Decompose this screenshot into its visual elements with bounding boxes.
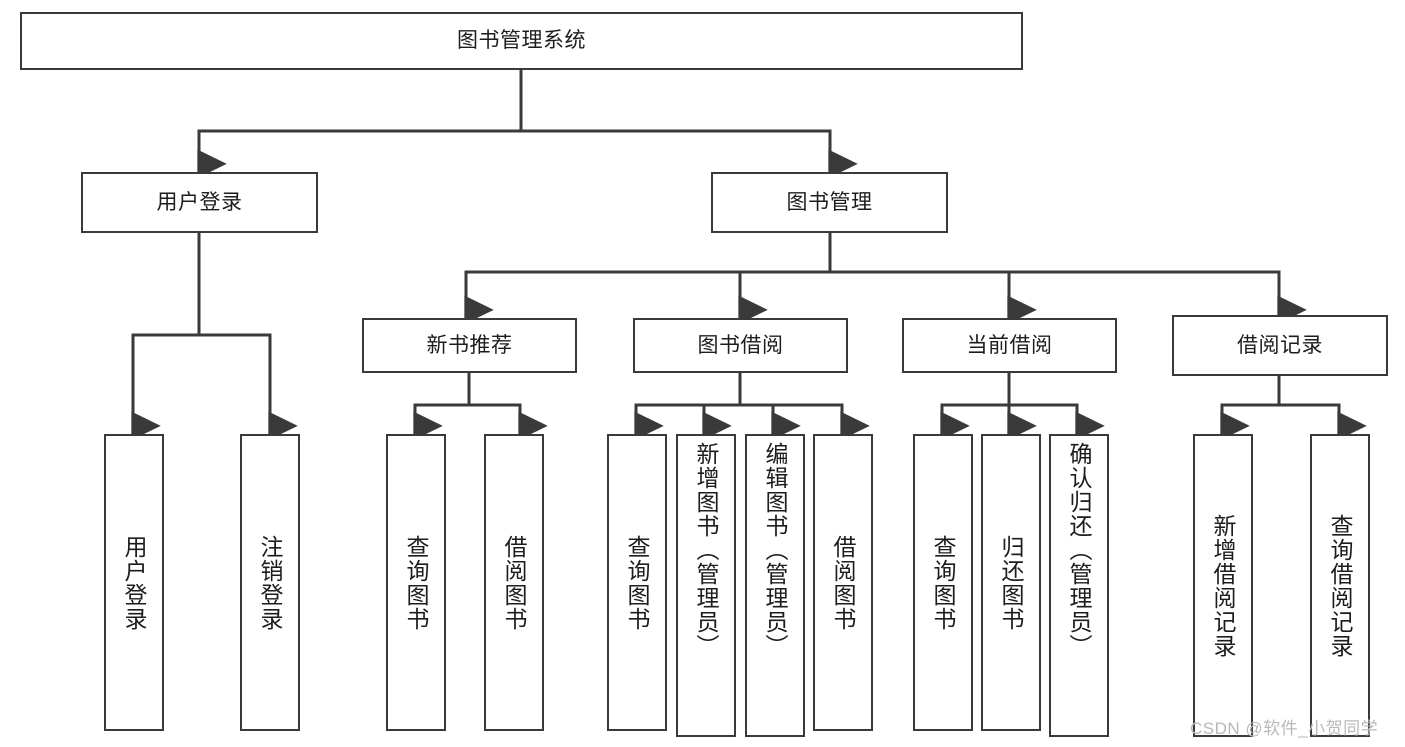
leaf-confirm-return-label: 确认归还（管理员） bbox=[1066, 442, 1093, 658]
node-user-login-label: 用户登录 bbox=[156, 190, 243, 214]
node-borrow-record[interactable]: 借阅记录 bbox=[1172, 315, 1388, 376]
node-book-borrow-label: 图书借阅 bbox=[697, 333, 784, 357]
node-root[interactable]: 图书管理系统 bbox=[20, 12, 1023, 70]
leaf-user-login[interactable]: 用户登录 bbox=[104, 434, 164, 731]
leaf-add-book[interactable]: 新增图书（管理员） bbox=[676, 434, 736, 737]
leaf-query-borrow-record-label: 查询借阅记录 bbox=[1327, 513, 1354, 658]
leaf-query-borrow-record[interactable]: 查询借阅记录 bbox=[1310, 434, 1370, 737]
leaf-return-book-label: 归还图书 bbox=[998, 534, 1025, 631]
leaf-return-book[interactable]: 归还图书 bbox=[981, 434, 1041, 731]
leaf-borrow-book[interactable]: 借阅图书 bbox=[813, 434, 873, 731]
leaf-query-book-borrow-label: 查询图书 bbox=[624, 534, 651, 631]
leaf-user-login-label: 用户登录 bbox=[121, 534, 148, 631]
leaf-confirm-return[interactable]: 确认归还（管理员） bbox=[1049, 434, 1109, 737]
leaf-add-borrow-record[interactable]: 新增借阅记录 bbox=[1193, 434, 1253, 737]
leaf-add-borrow-record-label: 新增借阅记录 bbox=[1210, 513, 1237, 658]
node-book-management-label: 图书管理 bbox=[786, 190, 873, 214]
leaf-query-book-recommend-label: 查询图书 bbox=[403, 534, 430, 631]
leaf-logout-label: 注销登录 bbox=[257, 534, 284, 631]
leaf-borrow-book-recommend-label: 借阅图书 bbox=[501, 534, 528, 631]
leaf-query-book-current-label: 查询图书 bbox=[930, 534, 957, 631]
leaf-query-book-current[interactable]: 查询图书 bbox=[913, 434, 973, 731]
node-root-label: 图书管理系统 bbox=[457, 29, 586, 53]
node-book-management[interactable]: 图书管理 bbox=[711, 172, 948, 233]
leaf-query-book-recommend[interactable]: 查询图书 bbox=[386, 434, 446, 731]
leaf-query-book-borrow[interactable]: 查询图书 bbox=[607, 434, 667, 731]
node-new-book-recommend-label: 新书推荐 bbox=[426, 333, 513, 357]
node-book-borrow[interactable]: 图书借阅 bbox=[633, 318, 848, 373]
csdn-watermark: CSDN @软件_小贺同学 bbox=[1190, 719, 1379, 738]
node-current-borrow[interactable]: 当前借阅 bbox=[902, 318, 1117, 373]
leaf-borrow-book-recommend[interactable]: 借阅图书 bbox=[484, 434, 544, 731]
node-borrow-record-label: 借阅记录 bbox=[1237, 333, 1323, 357]
leaf-edit-book-label: 编辑图书（管理员） bbox=[762, 442, 789, 658]
node-new-book-recommend[interactable]: 新书推荐 bbox=[362, 318, 577, 373]
node-user-login[interactable]: 用户登录 bbox=[81, 172, 318, 233]
leaf-edit-book[interactable]: 编辑图书（管理员） bbox=[745, 434, 805, 737]
node-current-borrow-label: 当前借阅 bbox=[966, 333, 1053, 357]
leaf-add-book-label: 新增图书（管理员） bbox=[693, 442, 720, 658]
leaf-borrow-book-label: 借阅图书 bbox=[830, 534, 857, 631]
leaf-logout[interactable]: 注销登录 bbox=[240, 434, 300, 731]
